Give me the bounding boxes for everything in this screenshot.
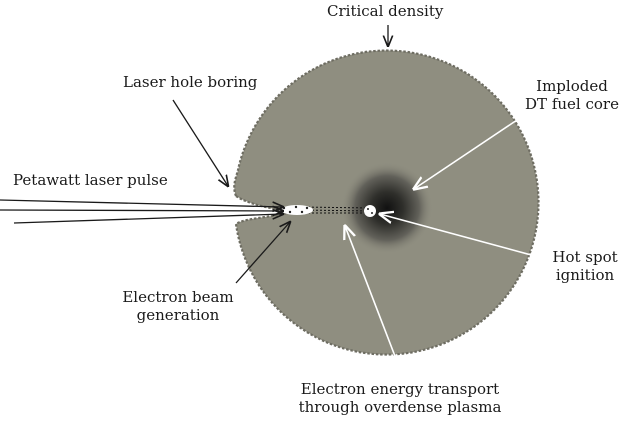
label-imploded-fuel-core: Imploded DT fuel core	[522, 77, 622, 113]
label-hot-spot: Hot spot ignition	[540, 248, 630, 284]
label-transport-line2: through overdense plasma	[298, 398, 502, 416]
label-petawatt-laser: Petawatt laser pulse	[13, 171, 168, 189]
label-energy-transport: Electron energy transport through overde…	[280, 380, 520, 416]
electron-generation-spot	[281, 205, 313, 215]
electron-beam-arrow	[235, 222, 290, 284]
label-transport-line1: Electron energy transport	[300, 380, 500, 398]
label-electron-beam-line2: generation	[136, 306, 220, 324]
label-electron-beam: Electron beam generation	[118, 288, 238, 324]
hole-boring-arrow	[172, 99, 228, 186]
hot-spot-arrow	[380, 214, 558, 263]
fuel-core-arrow	[414, 119, 518, 189]
label-laser-hole-boring: Laser hole boring	[123, 73, 258, 91]
laser-rays	[0, 199, 283, 224]
label-hot-spot-line1: Hot spot	[552, 248, 618, 266]
hot-spot	[364, 205, 376, 217]
fuel-core	[341, 162, 433, 254]
label-imploded-line2: DT fuel core	[525, 95, 619, 113]
label-imploded-line1: Imploded	[536, 77, 608, 95]
label-critical-density: Critical density	[327, 2, 444, 20]
label-electron-beam-line1: Electron beam	[122, 288, 234, 306]
label-hot-spot-line2: ignition	[555, 266, 615, 284]
transport-arrow	[345, 226, 399, 365]
